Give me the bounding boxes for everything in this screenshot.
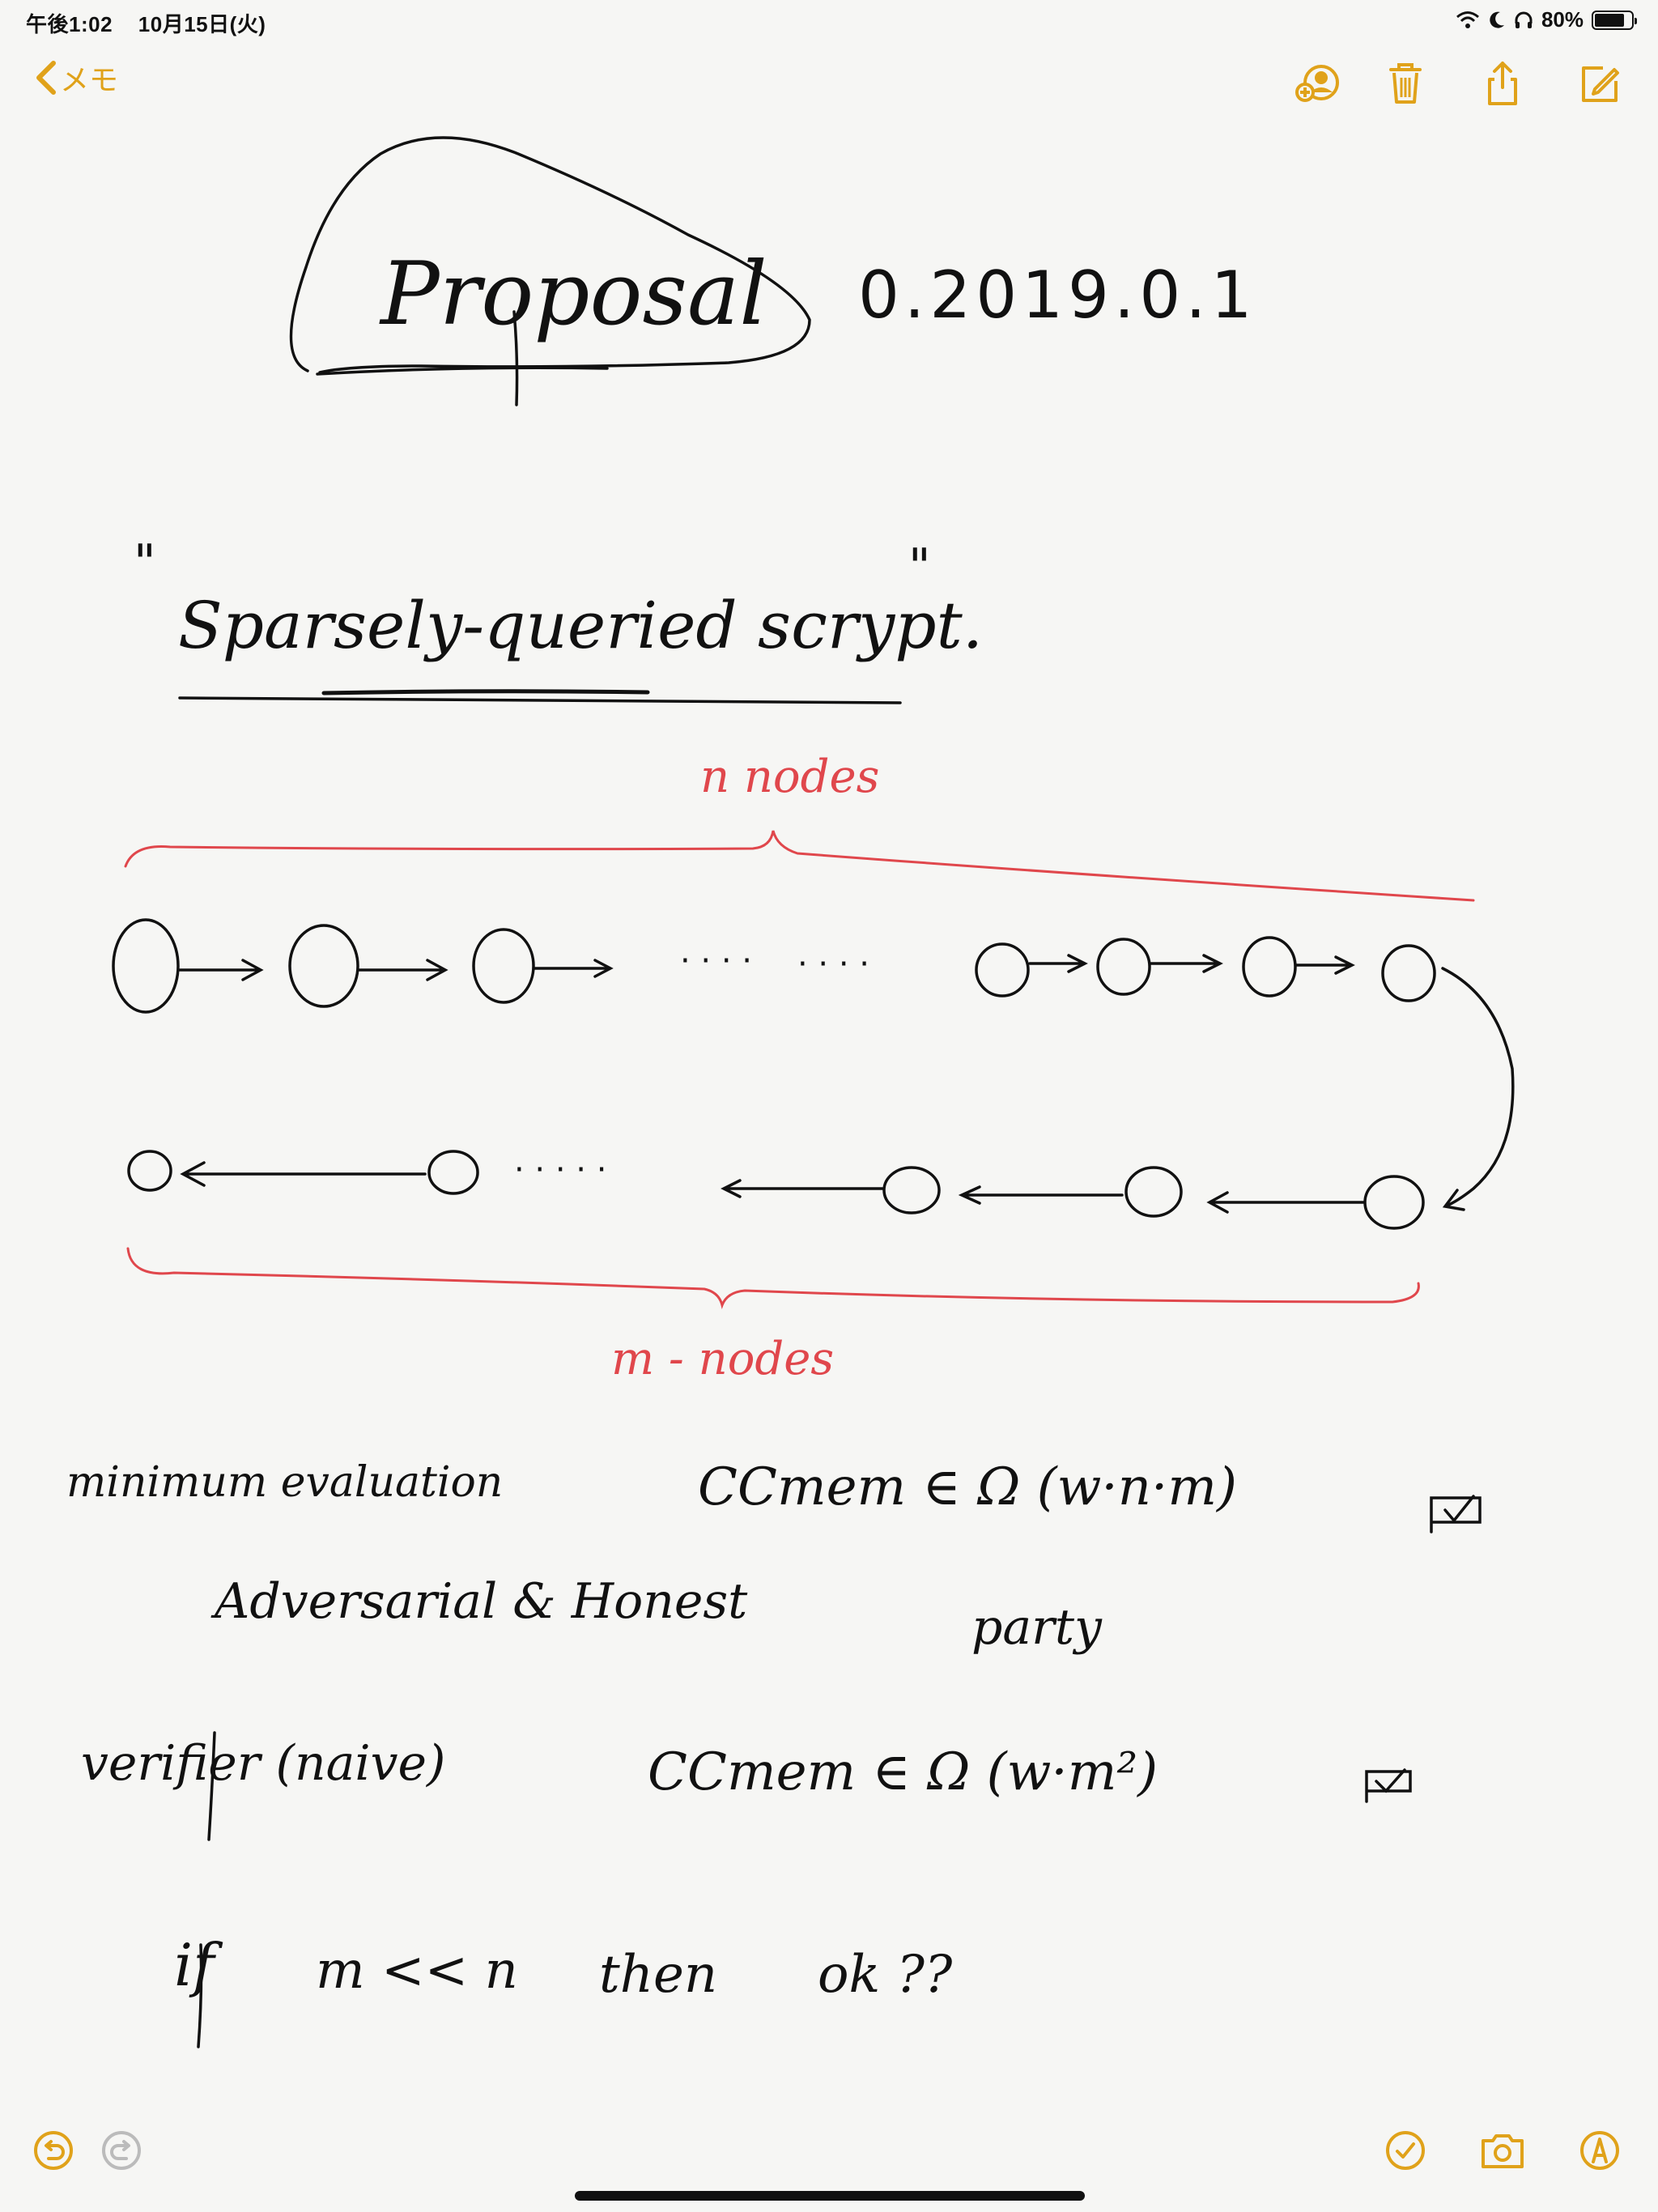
line4-cond: m << n <box>316 1941 518 2001</box>
headphones-icon <box>1515 11 1533 28</box>
node <box>112 918 180 1014</box>
moon-icon <box>1490 11 1504 28</box>
line4-then: then <box>599 1945 717 2005</box>
title-underline <box>316 366 609 376</box>
note-heading: Sparsely-queried scrypt. <box>178 588 983 663</box>
redo-icon[interactable] <box>92 2121 151 2180</box>
status-time-date: 午後1:02 10月15日(火) <box>26 8 285 38</box>
node-chain-top <box>112 918 1515 1211</box>
node <box>1242 936 1297 998</box>
back-chevron-icon <box>36 61 56 95</box>
camera-icon[interactable] <box>1473 2121 1532 2180</box>
line1-left: minimum evaluation <box>66 1458 503 1507</box>
undo-icon[interactable] <box>24 2121 83 2180</box>
dots-top-2: · · · · <box>797 946 869 983</box>
nav-bar: メモ <box>0 49 1658 138</box>
status-indicators: 80% <box>1456 7 1637 32</box>
trash-icon[interactable] <box>1376 55 1435 113</box>
title-loop <box>289 136 811 374</box>
line2-left: Adversarial & Honest <box>210 1573 748 1630</box>
heading-underline-2 <box>321 689 650 696</box>
heading-close-quote: " <box>908 538 931 595</box>
heading-open-quote: " <box>134 534 156 591</box>
node <box>1124 1166 1183 1218</box>
line3-left: verifier (naive) <box>81 1735 445 1792</box>
node <box>1381 944 1436 1002</box>
battery-icon <box>1592 10 1637 30</box>
line4-if: if <box>174 1931 223 1999</box>
note-version: 0.2019.0.1 <box>858 257 1257 333</box>
heading-underline-1 <box>178 696 902 704</box>
status-time: 午後1:02 <box>26 12 113 36</box>
top-brace-label: n nodes <box>700 751 879 803</box>
dots-bottom: · · · · · <box>514 1151 606 1189</box>
line1-checkbox-icon <box>1430 1495 1482 1534</box>
home-indicator[interactable] <box>575 2191 1085 2201</box>
node <box>127 1150 172 1192</box>
share-icon[interactable] <box>1473 55 1532 113</box>
back-button[interactable]: メモ <box>32 57 118 99</box>
node <box>427 1150 479 1195</box>
wifi-icon <box>1456 11 1479 28</box>
markup-pen-icon[interactable] <box>1571 2121 1629 2180</box>
bottom-toolbar <box>0 2115 1658 2212</box>
line3-checkbox-icon <box>1365 1768 1412 1803</box>
node <box>882 1166 941 1214</box>
checklist-icon[interactable] <box>1376 2121 1435 2180</box>
node <box>975 942 1030 998</box>
dots-top-1: · · · · <box>680 942 752 980</box>
bottom-brace-label: m - nodes <box>611 1333 834 1385</box>
add-person-icon[interactable] <box>1289 55 1347 113</box>
back-button-label: メモ <box>60 63 119 96</box>
status-bar: 午後1:02 10月15日(火) 80% <box>0 0 1658 40</box>
status-date: 10月15日(火) <box>138 12 266 36</box>
node <box>472 928 535 1004</box>
node <box>1363 1175 1425 1230</box>
compose-icon[interactable] <box>1571 55 1629 113</box>
battery-percent: 80% <box>1541 7 1584 32</box>
line4-ok: ok ?? <box>818 1945 953 2005</box>
node <box>1096 938 1151 996</box>
line2-right: party <box>971 1599 1103 1656</box>
top-brace <box>124 830 1475 902</box>
note-title: Proposal <box>379 244 767 345</box>
node <box>288 924 359 1008</box>
bottom-brace <box>126 1247 1420 1310</box>
line1-formula: CCmem ∈ Ω (w·n·m) <box>698 1457 1237 1517</box>
node-chain-bottom <box>127 1150 1425 1230</box>
line3-formula: CCmem ∈ Ω (w·m²) <box>648 1742 1158 1802</box>
